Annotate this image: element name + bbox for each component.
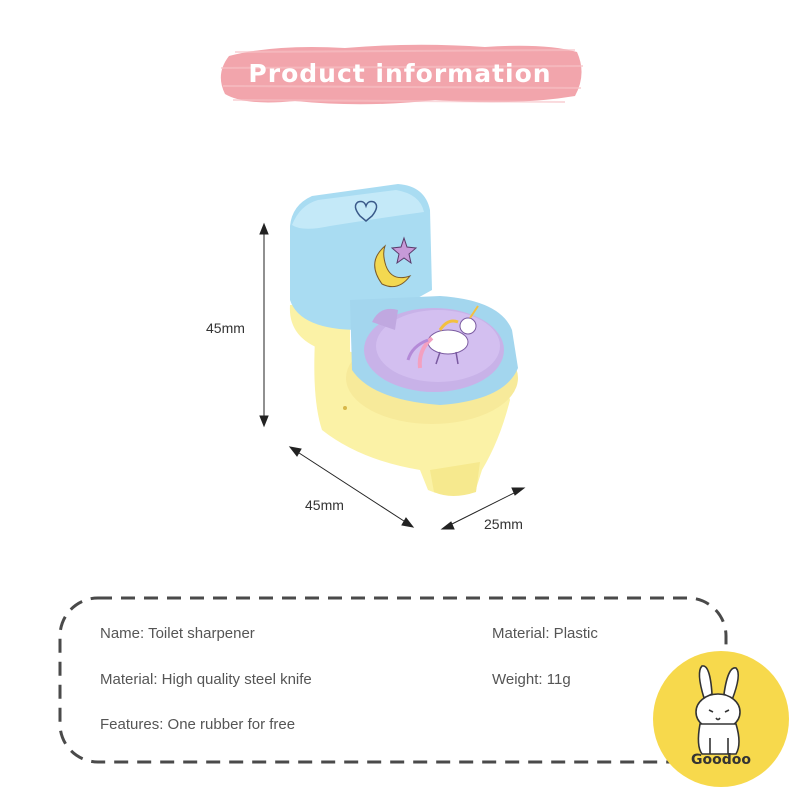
brand-badge	[653, 651, 789, 787]
moon-icon	[374, 244, 412, 288]
banner-title: Product information	[248, 59, 552, 88]
info-weight: Weight: 11g	[492, 671, 571, 688]
heart-icon	[354, 200, 378, 222]
brand-name: Goodoo	[691, 752, 751, 768]
star-icon	[390, 236, 418, 265]
dimension-arrows	[259, 222, 526, 530]
bunny-logo-icon	[695, 665, 741, 755]
width-dimension-label: 25mm	[484, 516, 523, 532]
length-dimension-label: 45mm	[305, 497, 344, 513]
height-dimension-label: 45mm	[206, 320, 245, 336]
brush-stroke-background	[220, 44, 584, 105]
info-features: Features: One rubber for free	[100, 716, 296, 733]
unicorn-icon	[406, 305, 479, 369]
info-material: Material: Plastic	[492, 625, 598, 642]
info-blade-material: Material: High quality steel knife	[100, 671, 312, 688]
info-name: Name: Toilet sharpener	[100, 625, 255, 642]
header-banner: Product information	[215, 38, 585, 110]
